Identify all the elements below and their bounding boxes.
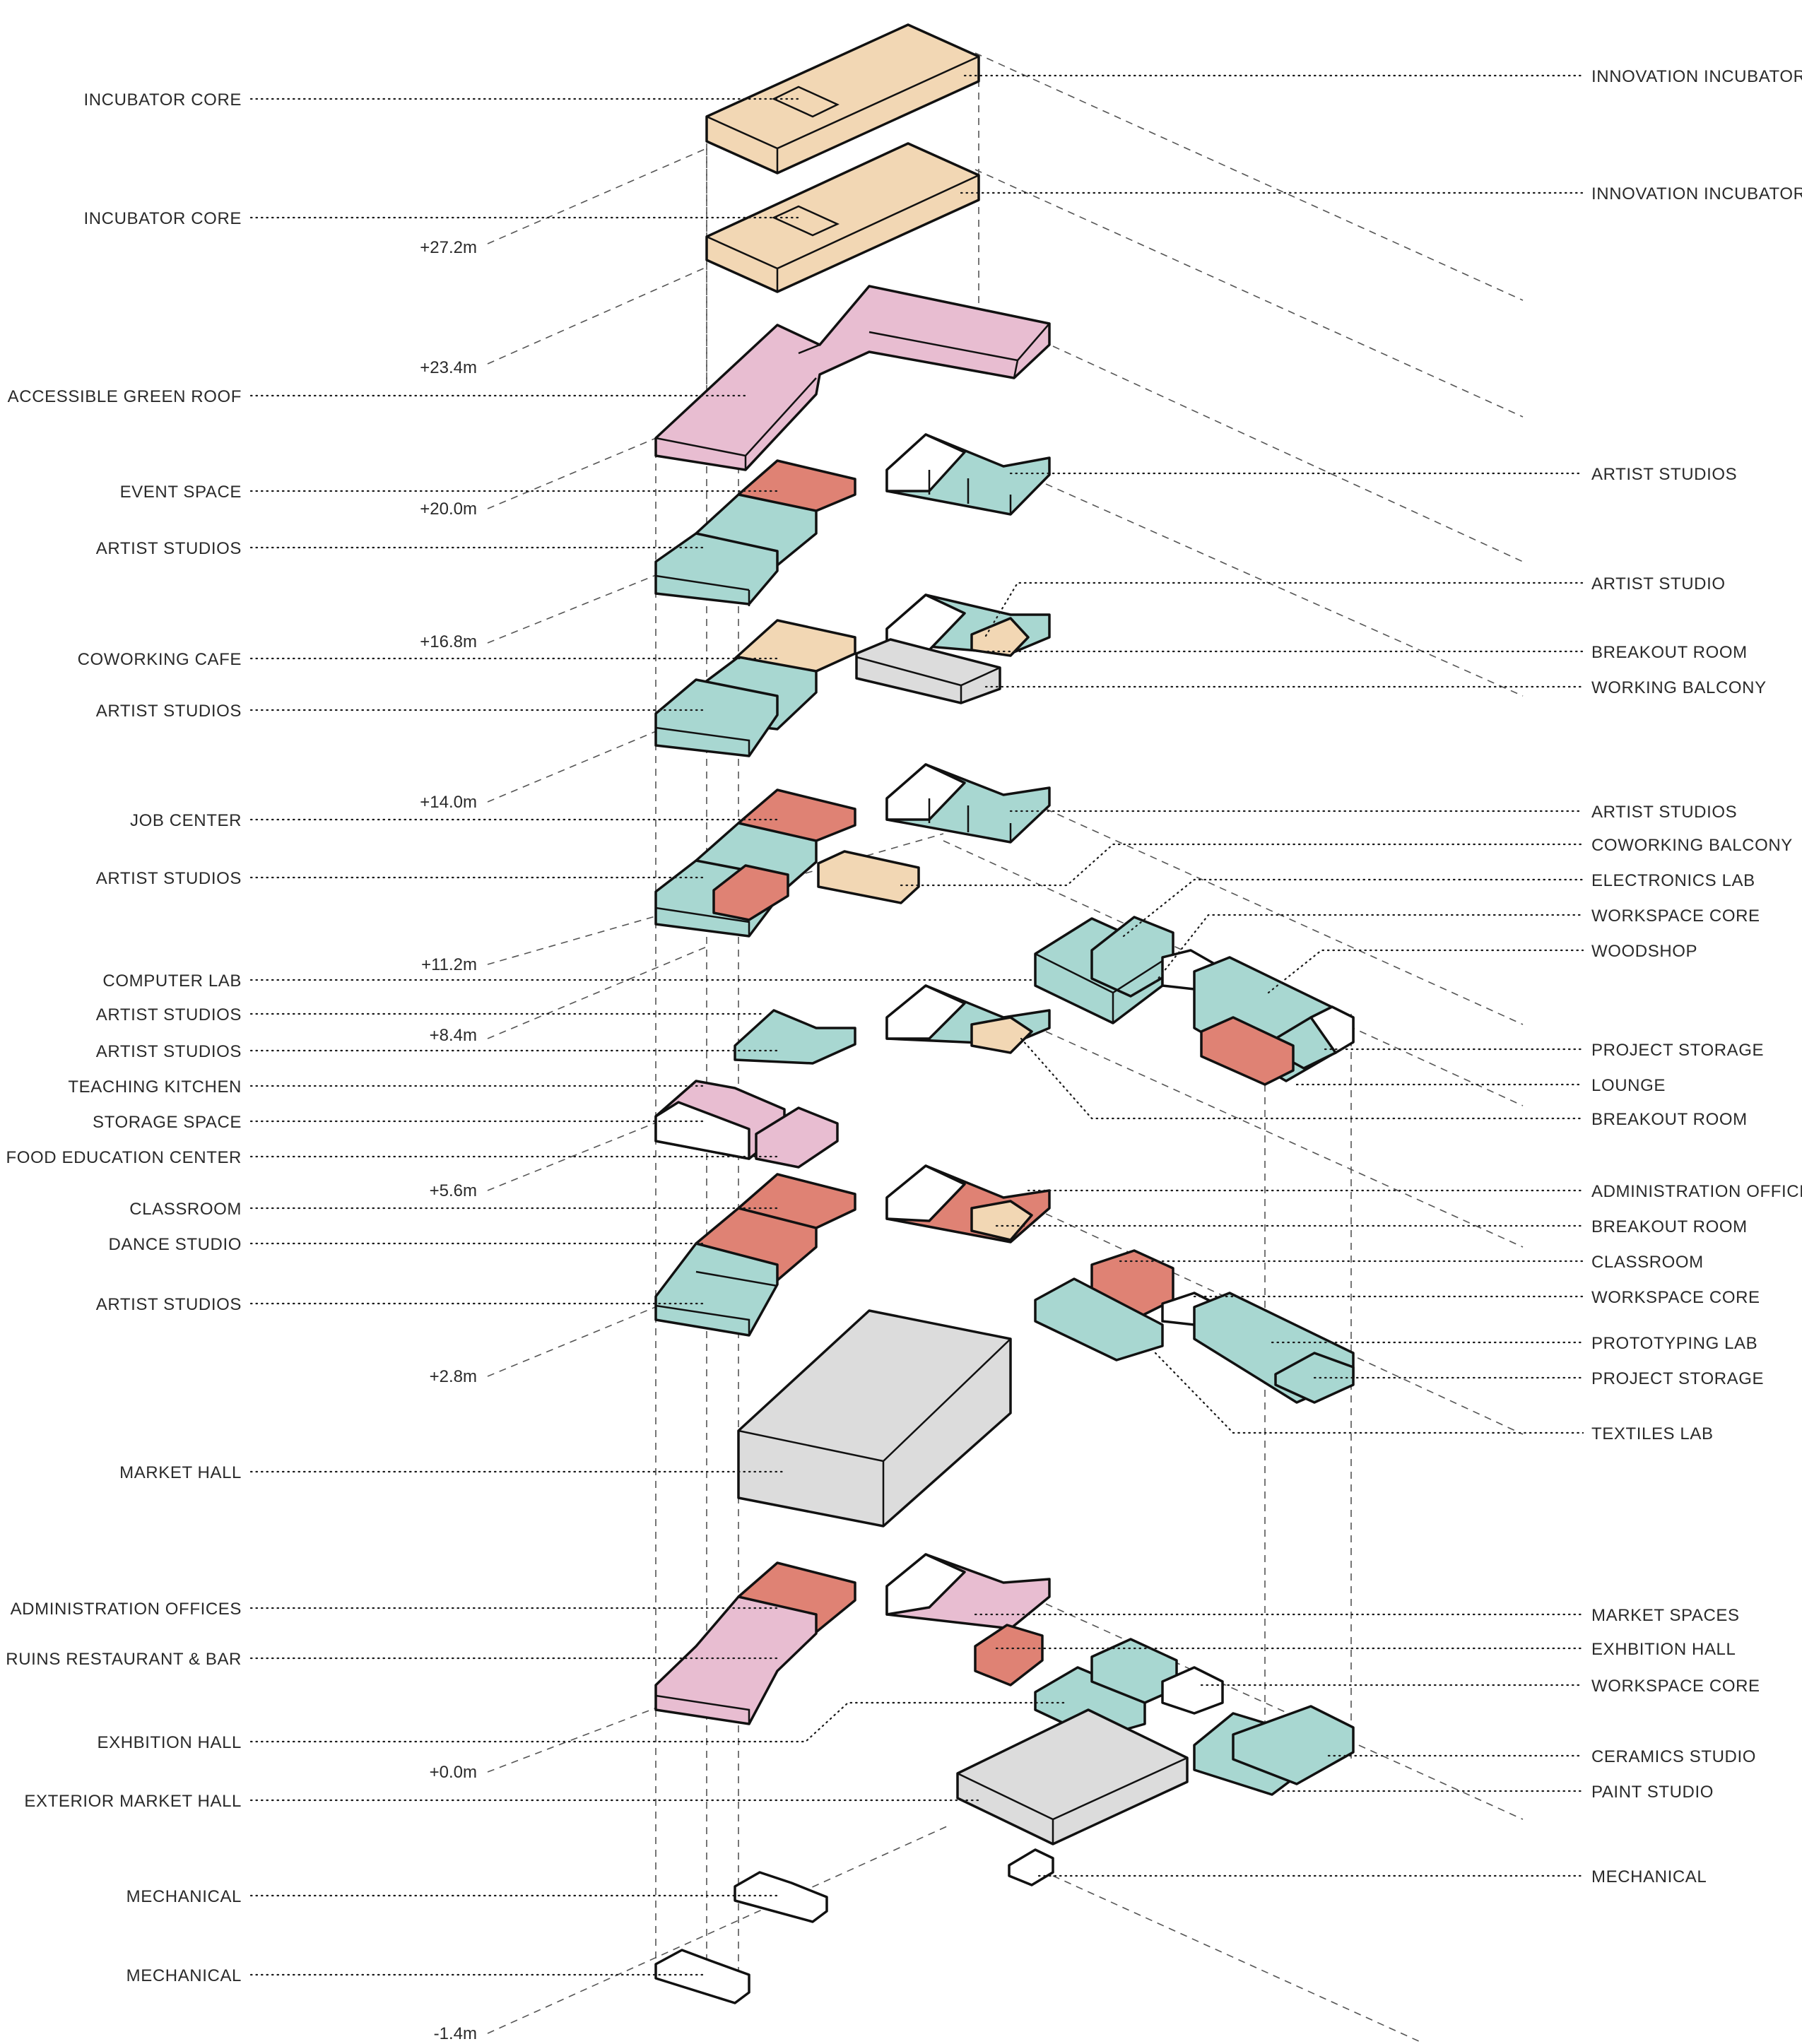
level-minus-1-4: -1.4m bbox=[434, 2024, 477, 2043]
label-workspace-core-5: WORKSPACE CORE bbox=[1591, 1288, 1760, 1307]
level-14-0: +14.0m bbox=[420, 793, 477, 812]
label-artist-studios-20: ARTIST STUDIOS bbox=[96, 539, 242, 558]
level-27-2: +27.2m bbox=[420, 238, 477, 257]
label-mechanical-right: MECHANICAL bbox=[1591, 1867, 1707, 1886]
level-8-4: +8.4m bbox=[430, 1026, 477, 1045]
level-16-left bbox=[654, 619, 856, 757]
label-workspace-core-11: WORKSPACE CORE bbox=[1591, 906, 1760, 926]
label-artist-studios-r14: ARTIST STUDIOS bbox=[1591, 803, 1737, 822]
level-markers: +27.2m +23.4m +20.0m +16.8m +14.0m +11.2… bbox=[420, 238, 477, 2043]
label-artist-studios-11: ARTIST STUDIOS bbox=[96, 1005, 242, 1024]
label-coworking-balcony: COWORKING BALCONY bbox=[1591, 836, 1793, 855]
label-exhbition-hall-right: EXHBITION HALL bbox=[1591, 1640, 1736, 1659]
level-8-left bbox=[654, 1009, 856, 1169]
label-artist-studios-8: ARTIST STUDIOS bbox=[96, 1042, 242, 1061]
level-5-right bbox=[885, 1164, 1051, 1243]
label-storage-space: STORAGE SPACE bbox=[93, 1113, 242, 1132]
label-market-hall: MARKET HALL bbox=[119, 1463, 242, 1482]
level-5-wing bbox=[1034, 1249, 1355, 1404]
level-16-right bbox=[855, 593, 1051, 704]
market-hall-block bbox=[737, 1309, 1012, 1528]
level-20-0: +20.0m bbox=[420, 500, 477, 519]
label-exterior-market-hall: EXTERIOR MARKET HALL bbox=[24, 1792, 242, 1811]
label-workspace-core-0: WORKSPACE CORE bbox=[1591, 1677, 1760, 1696]
label-innovation-incubator-1: INNOVATION INCUBATOR bbox=[1591, 67, 1802, 86]
ground-right bbox=[885, 1553, 1355, 1796]
label-prototyping-lab: PROTOTYPING LAB bbox=[1591, 1334, 1757, 1353]
label-innovation-incubator-2: INNOVATION INCUBATOR bbox=[1591, 184, 1802, 203]
level-20-left bbox=[654, 459, 856, 606]
label-food-education-center: FOOD EDUCATION CENTER bbox=[6, 1148, 242, 1167]
label-textiles-lab: TEXTILES LAB bbox=[1591, 1424, 1714, 1443]
level-2-8: +2.8m bbox=[430, 1367, 477, 1386]
label-accessible-green-roof: ACCESSIBLE GREEN ROOF bbox=[8, 387, 242, 406]
label-project-storage-11: PROJECT STORAGE bbox=[1591, 1041, 1764, 1060]
right-label-column: INNOVATION INCUBATOR INNOVATION INCUBATO… bbox=[1591, 67, 1802, 1886]
label-mechanical-2: MECHANICAL bbox=[126, 1966, 242, 1985]
level-5-left bbox=[654, 1173, 856, 1337]
label-mechanical-1: MECHANICAL bbox=[126, 1887, 242, 1906]
exterior-market-block bbox=[956, 1708, 1189, 1845]
label-dance-studio: DANCE STUDIO bbox=[108, 1235, 242, 1254]
level-16-8: +16.8m bbox=[420, 632, 477, 651]
label-job-center: JOB CENTER bbox=[130, 811, 242, 830]
level-14-right bbox=[817, 763, 1051, 904]
label-teaching-kitchen: TEACHING KITCHEN bbox=[68, 1077, 242, 1097]
level-8-right bbox=[885, 984, 1051, 1054]
level-20-right bbox=[885, 433, 1051, 516]
level-11-2: +11.2m bbox=[421, 955, 477, 974]
level-23-4: +23.4m bbox=[420, 358, 477, 377]
level-5-6: +5.6m bbox=[430, 1181, 477, 1200]
label-paint-studio: PAINT STUDIO bbox=[1591, 1783, 1714, 1802]
incubator-block-lower bbox=[705, 142, 980, 293]
label-breakout-room-16: BREAKOUT ROOM bbox=[1591, 643, 1748, 662]
label-lounge: LOUNGE bbox=[1591, 1076, 1666, 1095]
label-breakout-room-5: BREAKOUT ROOM bbox=[1591, 1217, 1748, 1236]
green-roof-block bbox=[654, 285, 1051, 471]
left-leaders bbox=[249, 98, 1068, 1976]
label-market-spaces: MARKET SPACES bbox=[1591, 1606, 1740, 1625]
label-ceramics-studio: CERAMICS STUDIO bbox=[1591, 1747, 1756, 1766]
label-classroom-r: CLASSROOM bbox=[1591, 1253, 1704, 1272]
left-label-column: INCUBATOR CORE INCUBATOR CORE ACCESSIBLE… bbox=[6, 90, 242, 1985]
level-11-wing bbox=[1034, 916, 1355, 1086]
label-coworking-cafe: COWORKING CAFE bbox=[78, 650, 242, 669]
label-working-balcony: WORKING BALCONY bbox=[1591, 678, 1767, 697]
label-project-storage-5: PROJECT STORAGE bbox=[1591, 1369, 1764, 1388]
label-administration-offices-r: ADMINISTRATION OFFICES bbox=[1591, 1182, 1802, 1201]
label-artist-studios-r20: ARTIST STUDIOS bbox=[1591, 465, 1737, 484]
label-artist-studios-14: ARTIST STUDIOS bbox=[96, 869, 242, 888]
label-electronics-lab: ELECTRONICS LAB bbox=[1591, 871, 1755, 890]
level-14-left bbox=[654, 788, 856, 938]
label-computer-lab: COMPUTER LAB bbox=[102, 971, 242, 991]
right-leaders bbox=[900, 74, 1584, 1877]
incubator-block-top bbox=[705, 23, 980, 175]
ground-left bbox=[654, 1561, 856, 1725]
label-administration-offices: ADMINISTRATION OFFICES bbox=[11, 1600, 242, 1619]
label-incubator-core-2: INCUBATOR CORE bbox=[83, 209, 242, 228]
label-event-space: EVENT SPACE bbox=[120, 483, 242, 502]
level-0-0: +0.0m bbox=[430, 1763, 477, 1782]
label-incubator-core-1: INCUBATOR CORE bbox=[83, 90, 242, 110]
label-exhbition-hall-left: EXHBITION HALL bbox=[98, 1733, 242, 1752]
label-artist-studios-16: ARTIST STUDIOS bbox=[96, 702, 242, 721]
label-breakout-room-8: BREAKOUT ROOM bbox=[1591, 1110, 1748, 1129]
label-artist-studios-5: ARTIST STUDIOS bbox=[96, 1295, 242, 1314]
label-woodshop: WOODSHOP bbox=[1591, 942, 1697, 961]
label-classroom: CLASSROOM bbox=[129, 1200, 242, 1219]
label-ruins-restaurant-bar: RUINS RESTAURANT & BAR bbox=[6, 1650, 242, 1669]
label-artist-studio: ARTIST STUDIO bbox=[1591, 574, 1726, 593]
mechanical-blocks bbox=[654, 1848, 1054, 2004]
